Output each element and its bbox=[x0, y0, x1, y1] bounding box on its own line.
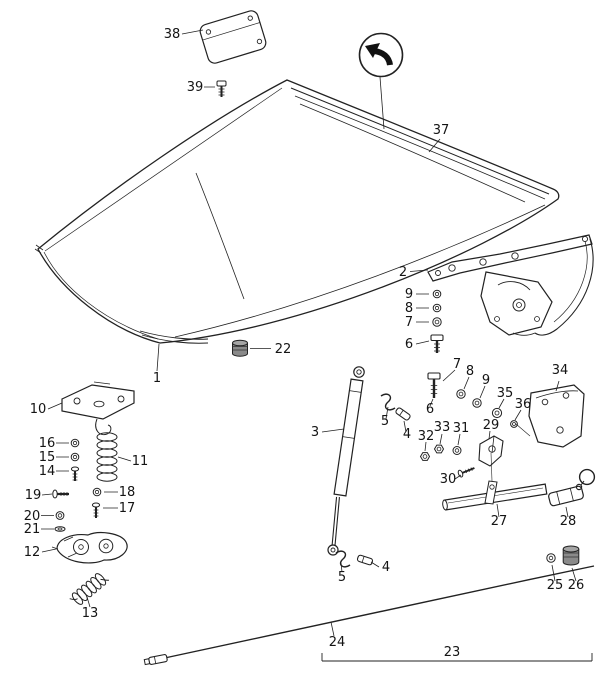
part-label-6a: 6 bbox=[405, 337, 413, 352]
part-3-gas-strut bbox=[327, 366, 365, 556]
part-39-screw bbox=[216, 80, 227, 97]
part-label-12: 12 bbox=[24, 545, 41, 560]
part-26-buffer bbox=[562, 545, 580, 566]
part-label-15: 15 bbox=[39, 450, 56, 465]
part-label-35: 35 bbox=[497, 386, 514, 401]
part-label-3: 3 bbox=[311, 425, 319, 440]
part-labels: 38 39 37 2 9 8 7 6 1 22 10 16 15 14 11 1… bbox=[24, 27, 585, 660]
part-label-11: 11 bbox=[132, 454, 149, 469]
part-36-washer bbox=[510, 420, 518, 428]
part-34-bracket bbox=[515, 384, 585, 448]
part-21-washer bbox=[54, 526, 66, 532]
part-label-4b: 4 bbox=[382, 560, 390, 575]
part-label-16: 16 bbox=[39, 436, 56, 451]
part-19-screw bbox=[52, 489, 69, 499]
part-label-14: 14 bbox=[39, 464, 56, 479]
part-label-2: 2 bbox=[399, 265, 407, 280]
part-6a-bolt bbox=[430, 334, 444, 353]
part-16-washer bbox=[70, 438, 80, 448]
part-12-lock-plate bbox=[51, 532, 128, 564]
part-label-20: 20 bbox=[24, 509, 41, 524]
part-label-5a: 5 bbox=[381, 414, 389, 429]
part-label-27: 27 bbox=[491, 514, 508, 529]
part-label-1: 1 bbox=[153, 371, 161, 386]
part-20-washer bbox=[55, 511, 65, 520]
part-4b-pin bbox=[356, 554, 374, 566]
part-label-6b: 6 bbox=[426, 402, 434, 417]
part-18-washer bbox=[92, 487, 102, 497]
part-27-tube bbox=[442, 480, 548, 511]
part-label-28: 28 bbox=[560, 514, 577, 529]
part-label-38: 38 bbox=[164, 27, 181, 42]
part-4a-pin bbox=[395, 407, 411, 421]
part-25-washer bbox=[546, 553, 556, 563]
part-5a-clip bbox=[380, 393, 396, 411]
part-35-washer bbox=[491, 407, 503, 419]
part-label-17: 17 bbox=[119, 501, 136, 516]
part-label-31: 31 bbox=[453, 421, 470, 436]
dimension-bracket-23 bbox=[321, 653, 593, 662]
part-10-lock-bracket bbox=[61, 381, 135, 436]
part-17-screw bbox=[91, 502, 101, 518]
part-label-32: 32 bbox=[418, 429, 435, 444]
part-label-21: 21 bbox=[24, 522, 41, 537]
part-label-8b: 8 bbox=[466, 364, 474, 379]
part-7b-bolt bbox=[427, 372, 441, 398]
part-8b-washer bbox=[456, 389, 466, 399]
part-label-36: 36 bbox=[515, 397, 532, 412]
part-2-hinge bbox=[427, 234, 594, 336]
part-label-8a: 8 bbox=[405, 301, 413, 316]
part-13-spring bbox=[69, 573, 110, 605]
part-31-washer bbox=[452, 446, 462, 455]
part-label-5b: 5 bbox=[338, 570, 346, 585]
part-5b-clip bbox=[335, 550, 351, 568]
part-label-7b: 7 bbox=[453, 357, 461, 372]
part-11-spring bbox=[96, 432, 118, 482]
part-label-9b: 9 bbox=[482, 373, 490, 388]
part-label-22: 22 bbox=[275, 342, 292, 357]
part-label-34: 34 bbox=[552, 363, 569, 378]
part-label-9a: 9 bbox=[405, 287, 413, 302]
part-label-19: 19 bbox=[25, 488, 42, 503]
leader-lines bbox=[41, 29, 577, 637]
part-9a-washer bbox=[432, 289, 442, 299]
part-9b-washer bbox=[472, 398, 482, 408]
part-label-7a: 7 bbox=[405, 315, 413, 330]
part-label-4a: 4 bbox=[403, 427, 411, 442]
part-14-screw bbox=[70, 466, 80, 481]
part-29-bracket bbox=[478, 435, 504, 482]
direction-arrow-icon bbox=[358, 32, 404, 78]
part-label-33: 33 bbox=[434, 420, 451, 435]
part-label-37: 37 bbox=[433, 123, 450, 138]
part-label-10: 10 bbox=[30, 402, 47, 417]
part-label-18: 18 bbox=[119, 485, 136, 500]
part-22-buffer bbox=[232, 339, 248, 357]
part-38-plate bbox=[199, 10, 267, 64]
part-28-lock-cylinder bbox=[548, 468, 596, 507]
hood-panel bbox=[34, 79, 560, 344]
part-7a-washer bbox=[432, 317, 442, 327]
part-label-39: 39 bbox=[187, 80, 204, 95]
part-32-nut bbox=[419, 452, 431, 461]
part-label-25: 25 bbox=[547, 578, 564, 593]
part-30-screw bbox=[457, 467, 475, 478]
part-label-13: 13 bbox=[82, 606, 99, 621]
part-label-30: 30 bbox=[440, 472, 457, 487]
part-33-nut bbox=[433, 444, 445, 454]
part-label-26: 26 bbox=[568, 578, 585, 593]
part-15-washer bbox=[70, 452, 80, 462]
part-8a-washer bbox=[432, 303, 442, 313]
part-label-23: 23 bbox=[444, 645, 461, 660]
part-label-29: 29 bbox=[483, 418, 500, 433]
part-23-cable bbox=[143, 565, 595, 666]
part-label-24: 24 bbox=[329, 635, 346, 650]
